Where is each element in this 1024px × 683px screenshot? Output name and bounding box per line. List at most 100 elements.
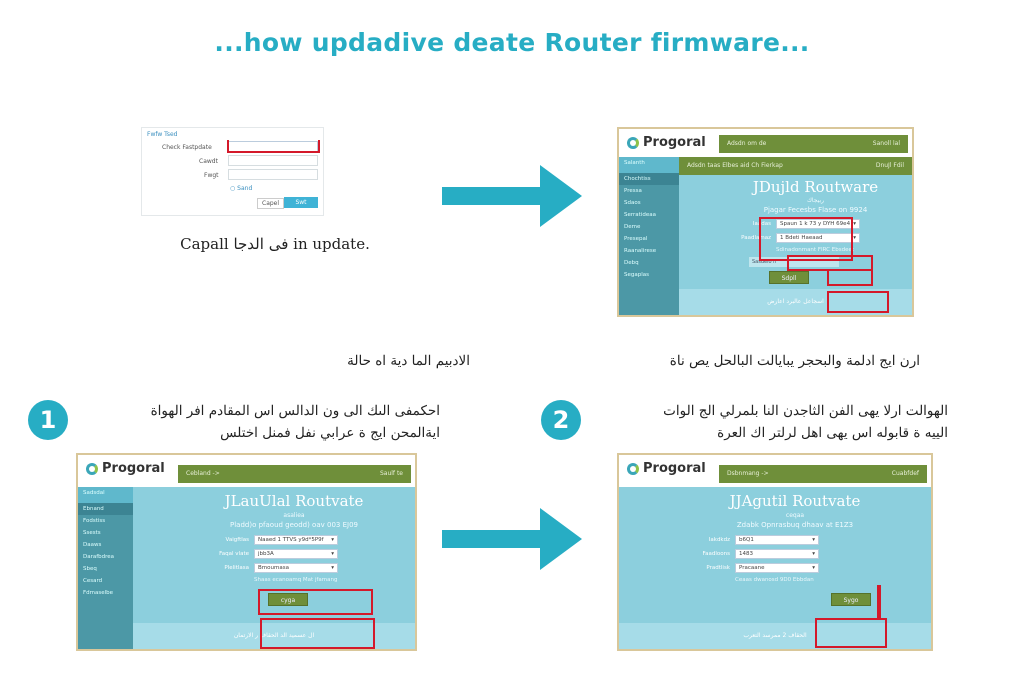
fwgt-input[interactable] <box>228 169 318 180</box>
sidebar-item[interactable]: Fdmaselbe <box>83 590 114 596</box>
breadcrumb[interactable]: Dsbnmang -> <box>727 470 769 477</box>
top-nav-bar: Adsdn om de Sanoll lal <box>719 135 908 153</box>
sidebar-item[interactable]: Chochtiss <box>619 173 679 185</box>
logo-text: Progoral <box>643 135 706 150</box>
select-value: jbb3A <box>258 551 274 557</box>
top-nav-bar: Dsbnmang -> Cuabfdef <box>719 465 927 483</box>
chevron-down-icon: ▾ <box>331 551 334 557</box>
sidebar-item[interactable]: Sdaos <box>624 200 641 206</box>
form-row: Faadloons 1483▾ <box>680 549 819 559</box>
field-label: Paadlamaz <box>741 235 771 241</box>
sidebar-item[interactable]: Cesard <box>83 578 103 584</box>
cancel-button[interactable]: Capel <box>257 198 285 209</box>
sidebar-item[interactable]: Deme <box>624 224 641 230</box>
field-label: Iaadas <box>752 221 771 227</box>
sidebar-header: Salanth <box>619 157 679 173</box>
sidebar-item[interactable]: Debq <box>624 260 639 266</box>
field-label: Fwgt <box>204 172 219 179</box>
step-text-line: الهوالت ارلا يهى الفن الثاجدن النا بلمرل… <box>663 403 948 419</box>
field-label: Pradtlisk <box>706 565 730 571</box>
chevron-down-icon: ▾ <box>331 537 334 543</box>
select-value: Bmoumasa <box>258 565 289 571</box>
step-2-text: الهوالت ارلا يهى الفن الثاجدن النا بلمرل… <box>620 400 948 444</box>
status-footer: الحقاف 2 ممرسد التعرب <box>619 623 931 649</box>
sidebar-item[interactable]: Ssests <box>83 530 101 536</box>
status-footer: ال عسميد الد الحقاف ر الارتمان <box>133 623 415 649</box>
select-value: 1483 <box>739 551 753 557</box>
cawdt-input[interactable] <box>228 155 318 166</box>
field-label: Cawdt <box>199 158 218 165</box>
heading-subtitle: asaliea <box>283 512 305 519</box>
sidebar-item[interactable]: Daaws <box>83 542 102 548</box>
sidebar-item[interactable]: Presepal <box>624 236 648 242</box>
account-menu[interactable]: Sanoll lal <box>872 140 900 147</box>
field-select[interactable]: Naaed 1 TTVS y9d*5P9f▾ <box>254 535 338 545</box>
sidebar-item[interactable]: Sbeq <box>83 566 97 572</box>
form-row: Paadlamaz 1 Bdeti Haeaad▾ <box>721 233 860 243</box>
step-1-badge: 1 <box>28 400 68 440</box>
help-note: Sdinadonmant FIRC Ebsdeet <box>776 247 854 253</box>
form-row: Iakdkdz b6Q1▾ <box>680 535 819 545</box>
help-note: Ceaas dwanosd 9D0 Ebbdan <box>735 577 814 583</box>
logo-icon <box>627 136 639 149</box>
field-select[interactable]: b6Q1▾ <box>735 535 819 545</box>
select-value: Pracaane <box>739 565 765 571</box>
heading-subtitle: ربيجاك <box>806 197 825 204</box>
arrow-right-icon <box>442 165 582 227</box>
radio-option[interactable]: ○ Sand <box>230 185 253 192</box>
account-menu[interactable]: Cuabfdef <box>891 470 919 477</box>
select-value: Spaun 1 k 73 y DYH 69e4 <box>780 221 851 227</box>
brand-logo: Progoral <box>627 135 706 150</box>
field-label: Faqal vlate <box>219 551 249 557</box>
field-label: Iakdkdz <box>708 537 730 543</box>
breadcrumb[interactable]: Cebland -> <box>186 470 220 477</box>
status-link[interactable]: DnuJl Fdil <box>875 162 904 169</box>
step-text-line: الييه ة قابوله اس يهى اهل لرلتر اك العرة <box>717 425 948 441</box>
field-select[interactable]: Bmoumasa ▾ <box>254 563 338 573</box>
sidebar-item[interactable]: Pressa <box>624 188 642 194</box>
check-update-form: Fwfw Tsed Check Fastpdate Cawdt Fwgt ○ S… <box>141 127 324 216</box>
update-button[interactable]: Sdpll <box>769 271 809 284</box>
step-1-text: احكمفى الىك الى ون الدالس اس المقادم افر… <box>120 400 440 444</box>
logo-icon <box>86 462 98 475</box>
logo-icon <box>627 462 639 475</box>
highlight-box <box>260 618 375 649</box>
update-button[interactable]: Sygo <box>831 593 871 606</box>
field-select[interactable]: Pracaane▾ <box>735 563 819 573</box>
sidebar-item[interactable]: Serratideaa <box>624 212 656 218</box>
sub-header-bar: Adsdn taas Elbes aid Ch Fierkap DnuJl Fdi… <box>679 157 912 175</box>
brand-logo: Progoral <box>627 461 706 476</box>
intro-caption: Capall فى الدجا in update. <box>180 235 370 253</box>
top-nav-bar: Cebland -> Saulf te <box>178 465 411 483</box>
form-row: Pradtlisk Pracaane▾ <box>680 563 819 573</box>
field-select[interactable]: Spaun 1 k 73 y DYH 69e4▾ <box>776 219 860 229</box>
heading-subtitle: ceqaa <box>785 512 805 519</box>
sidebar-item[interactable]: Darafbdrea <box>83 554 115 560</box>
sidebar-item[interactable]: Ebnand <box>78 503 133 515</box>
highlight-box <box>877 585 881 618</box>
field-label: Faadloons <box>702 551 731 557</box>
select-value: b6Q1 <box>739 537 754 543</box>
sub-header-text: Adsdn taas Elbes aid Ch Fierkap <box>687 162 783 169</box>
sidebar-item[interactable]: Fodstiss <box>83 518 106 524</box>
step-text-line: ايةالمحن ايج ة عرابي نفل فمنل اختلس <box>220 425 440 441</box>
form-header: Fwfw Tsed <box>147 131 178 138</box>
field-select[interactable]: 1 Bdeti Haeaad▾ <box>776 233 860 243</box>
arrow-right-icon <box>442 508 582 570</box>
field-label: Plelitlasa <box>224 565 249 571</box>
submit-button[interactable]: Swt <box>284 197 318 208</box>
breadcrumb[interactable]: Adsdn om de <box>727 140 767 147</box>
account-menu[interactable]: Saulf te <box>379 470 403 477</box>
update-button[interactable]: cyga <box>268 593 308 606</box>
sidebar-item[interactable]: Segaplas <box>624 272 649 278</box>
field-select[interactable]: jbb3A ▾ <box>254 549 338 559</box>
file-input[interactable]: Sasdelo h <box>749 257 839 267</box>
field-select[interactable]: 1483▾ <box>735 549 819 559</box>
sidebar-item[interactable]: Raanalirese <box>624 248 657 254</box>
chevron-down-icon: ▾ <box>331 565 334 571</box>
